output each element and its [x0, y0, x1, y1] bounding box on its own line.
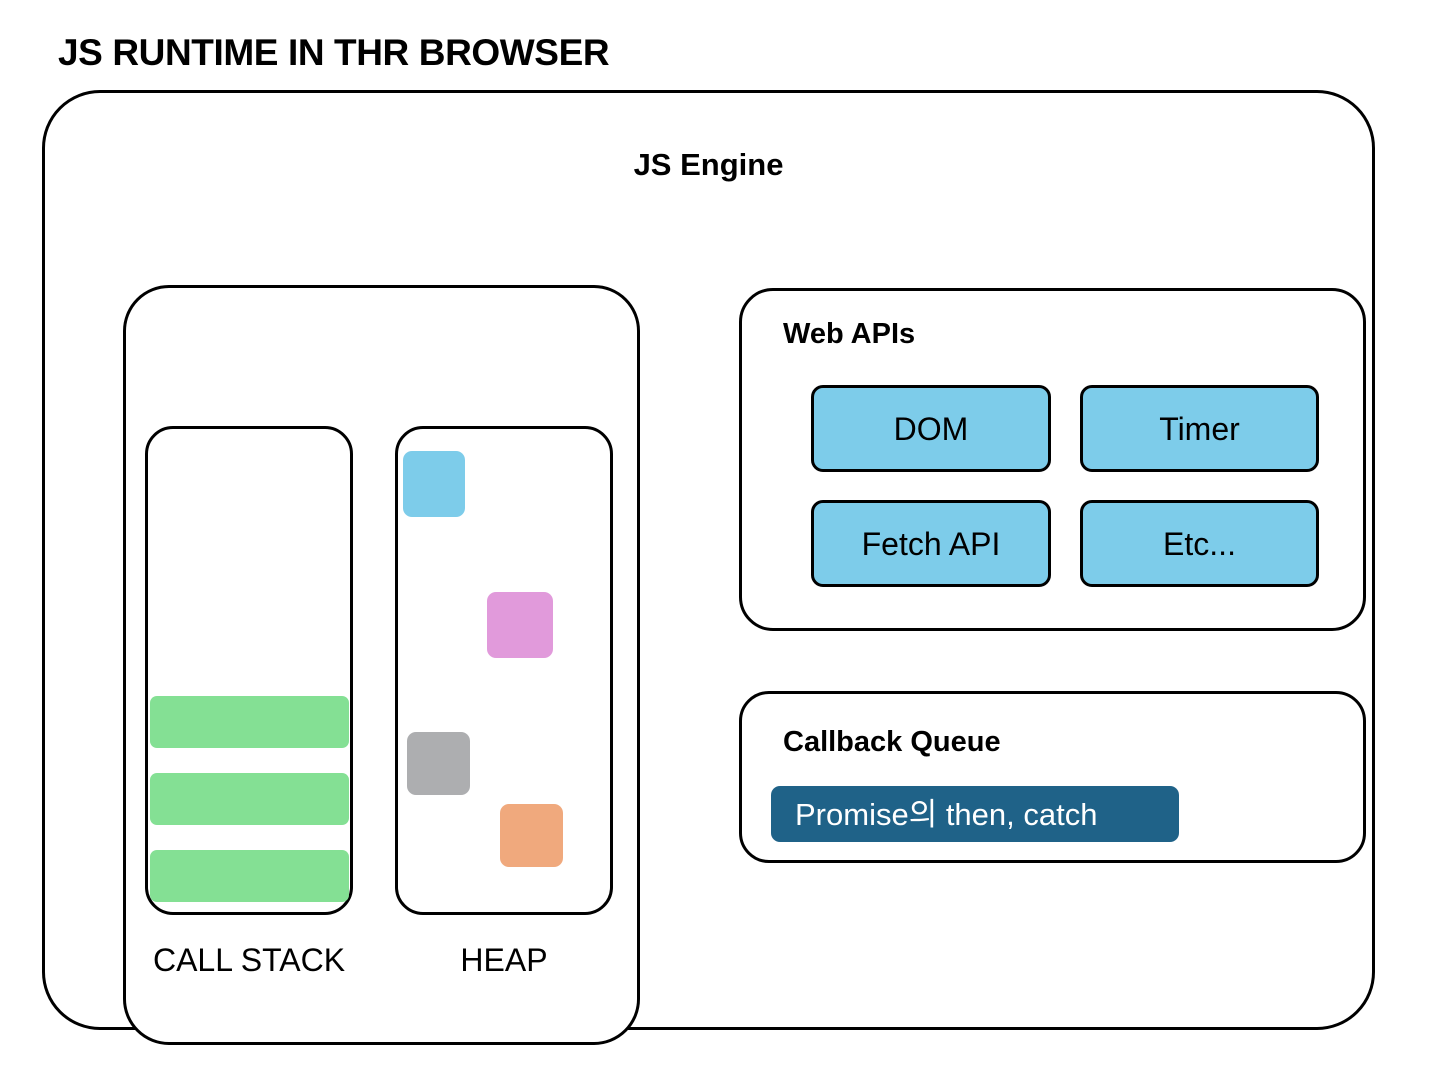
call-stack-frame — [150, 850, 349, 902]
web-apis-title: Web APIs — [783, 318, 916, 350]
heap-object-orange — [500, 804, 563, 867]
page-title: JS RUNTIME IN THR BROWSER — [58, 32, 610, 73]
heap-object-blue — [403, 451, 465, 517]
web-api-chip-timer[interactable]: Timer — [1080, 385, 1319, 472]
heap-object-gray — [407, 732, 470, 795]
js-runtime-container: JS Engine CALL STACK HEAP Web APIs DOM T… — [42, 90, 1375, 1045]
call-stack-frame — [150, 773, 349, 825]
heap-object-pink — [487, 592, 553, 658]
callback-queue-item[interactable]: Promise의 then, catch — [771, 786, 1179, 842]
web-api-chip-etc[interactable]: Etc... — [1080, 500, 1319, 587]
callback-queue-title: Callback Queue — [783, 726, 1001, 758]
call-stack-label: CALL STACK — [152, 942, 346, 978]
web-api-chip-fetch-api[interactable]: Fetch API — [811, 500, 1051, 587]
call-stack-frame — [150, 696, 349, 748]
js-engine-title: JS Engine — [633, 147, 784, 182]
web-api-chip-dom[interactable]: DOM — [811, 385, 1051, 472]
heap-label: HEAP — [460, 942, 548, 978]
call-stack-box — [145, 426, 353, 915]
